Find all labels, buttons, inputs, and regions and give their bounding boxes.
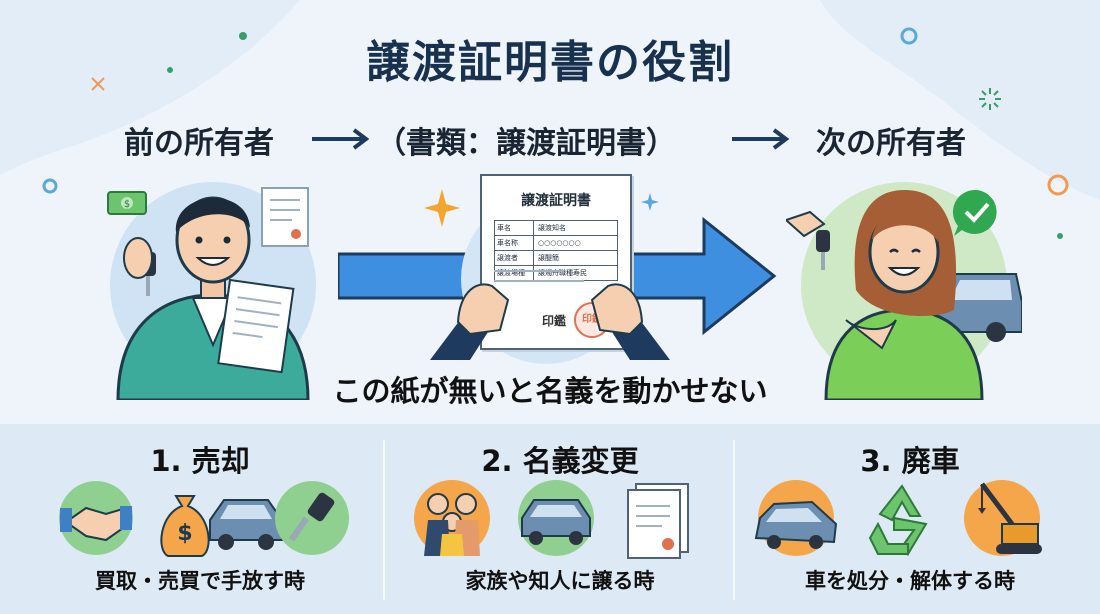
documents-icon xyxy=(627,483,689,559)
document-heading: 譲渡証明書 xyxy=(521,193,591,209)
key-icon xyxy=(275,481,349,555)
category-2-title: 2. 名義変更 xyxy=(481,444,639,478)
background-decor xyxy=(0,0,1100,239)
category-3-icons xyxy=(754,480,1042,557)
money-bag-icon: $ xyxy=(160,495,210,557)
car-icon xyxy=(209,499,283,550)
document-row: 車名称 ○○○○○○○ xyxy=(495,236,617,251)
crane-icon xyxy=(964,480,1042,556)
family-icon xyxy=(414,480,490,556)
category-3-subtitle: 車を処分・解体する時 xyxy=(805,569,1015,593)
hands-holding-document xyxy=(430,283,670,360)
flow-arrow-2-icon xyxy=(732,128,790,150)
flow-document-label: （書類：譲渡証明書） xyxy=(376,126,676,161)
car-icon xyxy=(518,480,594,556)
divider xyxy=(733,440,735,600)
flow-from-label: 前の所有者 xyxy=(124,126,274,161)
previous-owner-illustration: $ xyxy=(107,182,316,400)
sparkle-icon xyxy=(424,189,460,227)
svg-text:$: $ xyxy=(124,199,130,210)
cash-icon: $ xyxy=(107,191,147,215)
category-1-subtitle: 買取・売買で手放す時 xyxy=(95,569,305,593)
car-key-icon xyxy=(816,230,830,270)
category-1-title: 1. 売却 xyxy=(150,444,250,478)
seal-label: 印鑑 xyxy=(542,314,567,328)
category-2-subtitle: 家族や知人に譲る時 xyxy=(465,569,655,593)
category-3-title: 3. 廃車 xyxy=(860,444,960,478)
divider xyxy=(383,440,385,600)
check-bubble-icon xyxy=(952,189,997,236)
category-2-icons xyxy=(414,480,689,559)
car-icon xyxy=(935,273,1022,342)
small-sparkle-icon xyxy=(641,193,659,211)
document-row: 車名 譲渡知名 xyxy=(495,221,617,236)
flow-arrow-1-icon xyxy=(312,128,370,150)
page-title: 譲渡証明書の役割 xyxy=(366,37,734,88)
svg-text:$: $ xyxy=(177,521,192,546)
recycle-icon xyxy=(868,484,928,557)
handshake-icon xyxy=(59,481,133,555)
crashed-car-icon xyxy=(754,480,838,556)
next-owner-illustration xyxy=(786,182,1022,400)
category-1-icons: $ xyxy=(59,481,349,557)
document-row: 譲渡者 譲醍簡 xyxy=(495,251,617,266)
document-row: 譲渡場種 譲燭舟職種寿民 xyxy=(495,266,617,280)
caption: この紙が無いと名義を動かせない xyxy=(332,374,768,408)
flow-to-label: 次の所有者 xyxy=(816,126,966,161)
